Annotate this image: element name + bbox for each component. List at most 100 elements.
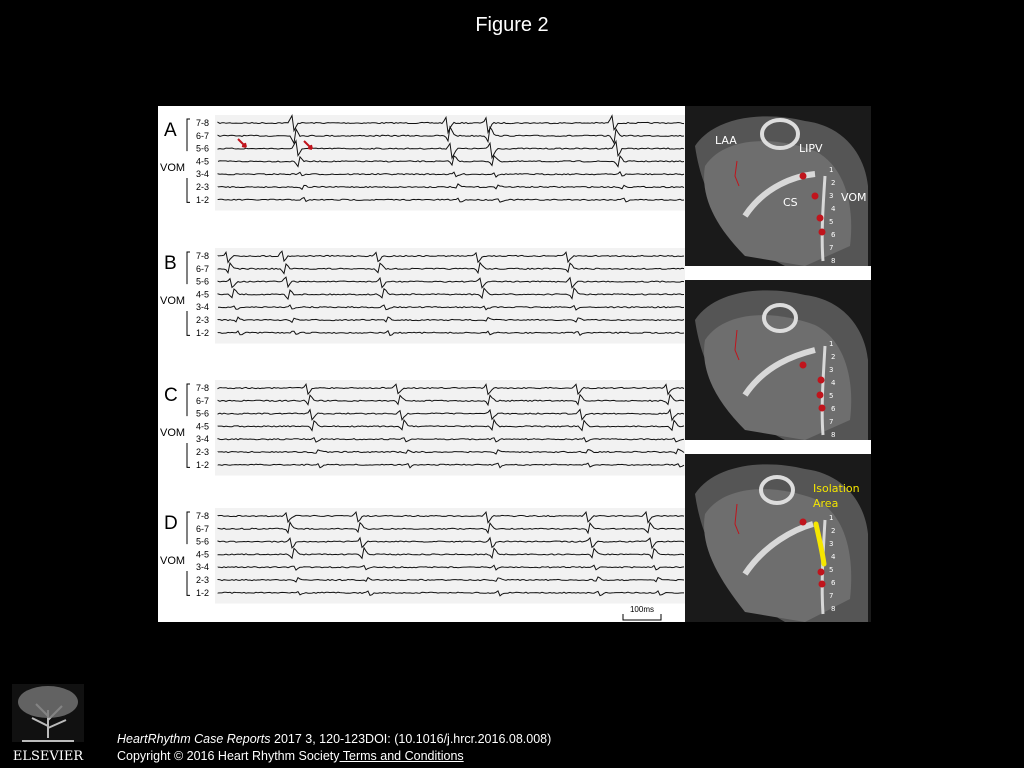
- electrode-number: 8: [831, 431, 835, 439]
- trace-7-8: [217, 510, 685, 524]
- page-title: Figure 2: [475, 14, 549, 36]
- electrode-number: 7: [829, 418, 833, 426]
- electrode-number: 7: [829, 244, 833, 252]
- electrode-number: 4: [831, 205, 836, 213]
- trace-3-4: [217, 304, 685, 311]
- logo-text: ELSEVIER: [13, 749, 85, 764]
- trace-5-6: [217, 139, 685, 160]
- electrode-number: 3: [829, 366, 833, 374]
- channel-label: 3-4: [196, 302, 209, 312]
- channel-label: 7-8: [196, 118, 209, 128]
- citation-text: 2017 3, 120-123DOI: (10.1016/j.hrcr.2016…: [270, 732, 552, 746]
- isolation-label: Isolation: [813, 482, 860, 495]
- channel-label: 4-5: [196, 549, 209, 559]
- trace-6-7: [217, 520, 685, 535]
- laa-label: LAA: [715, 134, 737, 147]
- scale-bar: [622, 614, 662, 621]
- channel-label: 7-8: [196, 511, 209, 521]
- electrode-number: 2: [831, 353, 835, 361]
- trace-4-5: [217, 154, 685, 168]
- copyright-line: Copyright © 2016 Heart Rhythm Society Te…: [117, 748, 551, 765]
- channel-label: 1-2: [196, 195, 209, 205]
- channel-label: 5-6: [196, 537, 209, 547]
- trace-7-8: [217, 250, 685, 264]
- journal-name: HeartRhythm Case Reports: [117, 732, 271, 746]
- lipv-label: LIPV: [799, 142, 823, 155]
- elsevier-logo: ELSEVIER: [12, 684, 85, 764]
- lipv-ring: [760, 118, 800, 150]
- panel-letter: C: [164, 385, 178, 406]
- trace-3-4: [217, 564, 685, 571]
- vom-label: VOM: [841, 191, 866, 204]
- channel-label: 3-4: [196, 562, 209, 572]
- terms-link[interactable]: Terms and Conditions: [339, 749, 464, 763]
- trace-3-4: [217, 436, 685, 443]
- scale-bar-label: 100ms: [630, 605, 654, 614]
- channel-label: 6-7: [196, 131, 209, 141]
- electrode-number: 5: [829, 218, 833, 226]
- trace-5-6: [217, 276, 685, 289]
- channel-bracket: [186, 251, 190, 336]
- channel-label: 2-3: [196, 315, 209, 325]
- channel-label: 6-7: [196, 264, 209, 274]
- trace-4-5: [217, 546, 685, 560]
- vom-group-label: VOM: [160, 555, 185, 567]
- trace-1-2: [217, 590, 684, 597]
- trace-2-3: [217, 576, 685, 583]
- channel-bracket: [186, 383, 190, 468]
- trace-1-2: [217, 330, 685, 337]
- channel-label: 1-2: [196, 328, 209, 338]
- red-arrow-marker: [303, 140, 313, 150]
- trace-1-2: [217, 196, 685, 203]
- channel-label: 1-2: [196, 460, 209, 470]
- channel-label: 6-7: [196, 524, 209, 534]
- panel-letter: A: [164, 120, 177, 141]
- trace-2-3: [217, 316, 685, 324]
- electrode-number: 4: [831, 553, 836, 561]
- trace-6-7: [217, 125, 685, 145]
- vom-group-label: VOM: [160, 427, 185, 439]
- panel-letter: B: [164, 253, 177, 274]
- channel-label: 5-6: [196, 409, 209, 419]
- trace-3-4: [217, 170, 685, 178]
- trace-7-8: [217, 382, 685, 396]
- channel-label: 4-5: [196, 421, 209, 431]
- trace-4-5: [217, 418, 685, 432]
- vom-group-label: VOM: [160, 295, 185, 307]
- channel-label: 3-4: [196, 434, 209, 444]
- electrode-number: 1: [829, 166, 833, 174]
- trace-4-5: [217, 287, 685, 301]
- isolation-area-line: [813, 521, 827, 567]
- electrode-number: 6: [831, 579, 836, 587]
- panel-letter: D: [164, 513, 178, 534]
- electrode-number: 1: [829, 340, 833, 348]
- footer: HeartRhythm Case Reports 2017 3, 120-123…: [117, 731, 551, 765]
- citation-line: HeartRhythm Case Reports 2017 3, 120-123…: [117, 731, 551, 748]
- electrode-number: 8: [831, 257, 835, 265]
- channel-bracket: [186, 511, 190, 596]
- channel-label: 4-5: [196, 156, 209, 166]
- trace-5-6: [217, 536, 685, 550]
- cs-label: CS: [783, 196, 798, 209]
- electrode-number: 4: [831, 379, 836, 387]
- panel-b-background: [215, 248, 685, 344]
- channel-label: 2-3: [196, 447, 209, 457]
- electrode-number: 2: [831, 179, 835, 187]
- trace-1-2: [217, 462, 685, 469]
- vom-group-label: VOM: [160, 162, 185, 174]
- electrogram-traces: AVOM7-86-75-64-53-42-31-2BVOM7-86-75-64-…: [160, 114, 685, 621]
- channel-bracket: [186, 118, 190, 203]
- electrode-number: 8: [831, 605, 835, 613]
- area-label: Area: [813, 497, 838, 510]
- electrode-number: 1: [829, 514, 833, 522]
- channel-label: 6-7: [196, 396, 209, 406]
- electrode-number: 7: [829, 592, 833, 600]
- trace-2-3: [217, 183, 685, 191]
- channel-label: 5-6: [196, 144, 209, 154]
